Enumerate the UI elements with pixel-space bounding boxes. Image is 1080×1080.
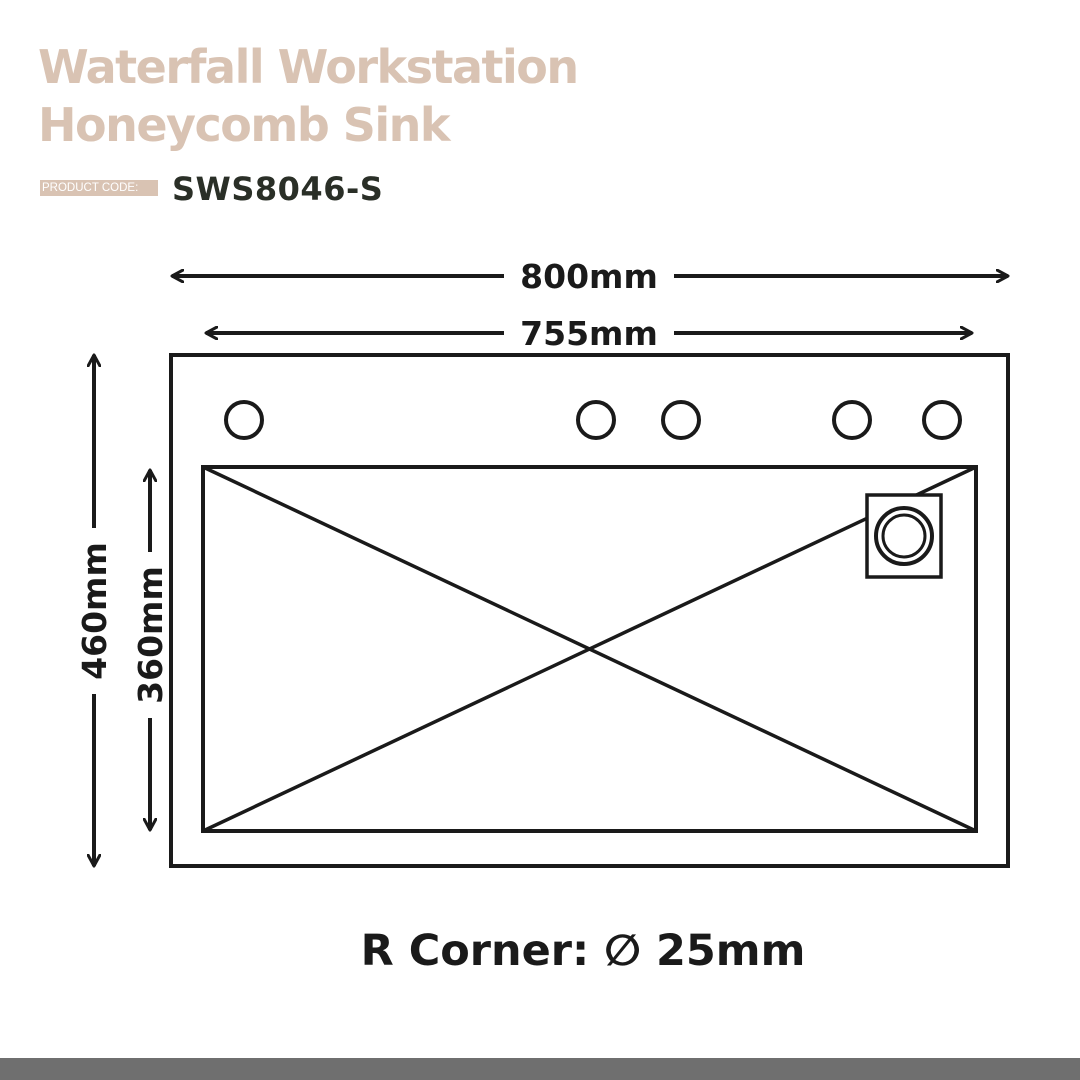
product-code-label: PRODUCT CODE:	[40, 180, 158, 196]
drain	[865, 493, 943, 579]
footer-bar	[0, 1058, 1080, 1080]
drain-inner-ring	[881, 513, 927, 559]
dim-overall-width: 800mm	[172, 257, 1008, 296]
bowl-diagonal-line	[202, 465, 977, 833]
tap-holes	[224, 400, 962, 440]
corner-radius-note: R Corner: ∅ 25mm	[361, 926, 806, 976]
drain-outer-ring	[874, 506, 934, 566]
tap-hole	[832, 400, 872, 440]
bowl-outline	[201, 465, 978, 833]
tap-hole	[224, 400, 264, 440]
tap-hole	[922, 400, 962, 440]
dim-overall-depth: 460mm	[75, 355, 114, 866]
dim-bowl-width-label: 755mm	[520, 314, 658, 353]
title-line-2: Honeycomb Sink	[38, 98, 451, 152]
dim-bowl-width: 755mm	[206, 314, 972, 353]
dim-overall-depth-label: 460mm	[75, 542, 114, 680]
title-line-1: Waterfall Workstation	[38, 40, 579, 94]
dim-bowl-depth: 360mm	[131, 470, 170, 830]
tap-hole	[576, 400, 616, 440]
dim-bowl-depth-label: 360mm	[131, 566, 170, 704]
dim-overall-width-label: 800mm	[520, 257, 658, 296]
product-code-value: SWS8046-S	[172, 170, 384, 208]
sink-outer-outline	[169, 353, 1010, 868]
tap-hole	[661, 400, 701, 440]
